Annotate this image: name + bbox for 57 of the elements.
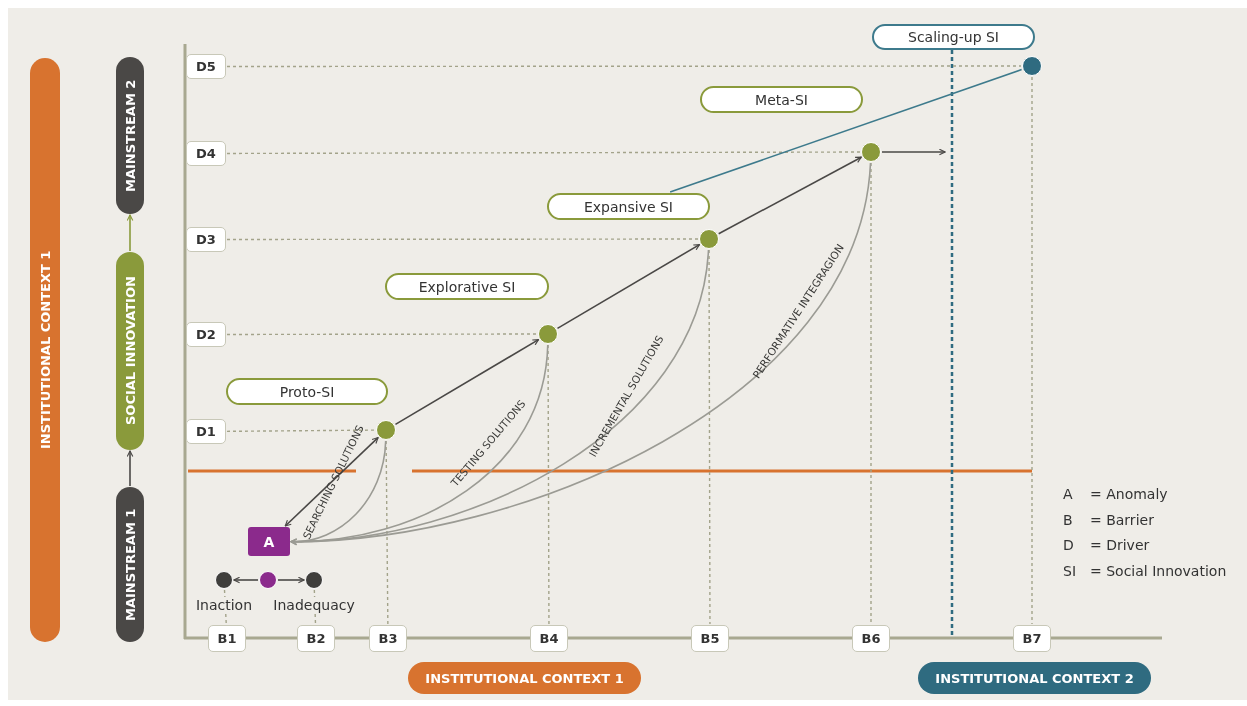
point-caption: Inadequacy bbox=[273, 597, 355, 613]
axis-tag: D4 bbox=[186, 141, 226, 166]
dotted-guide-line bbox=[226, 151, 861, 155]
axis-tag: B7 bbox=[1013, 625, 1051, 652]
legend-key: SI bbox=[1063, 562, 1076, 579]
stage-bar: SOCIAL INNOVATION bbox=[116, 252, 144, 450]
axis-tag: D2 bbox=[186, 322, 226, 347]
arrow bbox=[126, 214, 134, 252]
arrow bbox=[284, 436, 379, 527]
arrow bbox=[126, 450, 134, 487]
legend-key: A bbox=[1063, 486, 1073, 502]
dotted-guide-line bbox=[223, 589, 227, 625]
legend-definition: = Social Innovation bbox=[1090, 562, 1227, 579]
arrow bbox=[277, 576, 305, 584]
axis-tag: B2 bbox=[297, 625, 335, 652]
dotted-guide-line bbox=[870, 162, 872, 625]
curved-arrow bbox=[290, 162, 872, 545]
arrow bbox=[717, 156, 863, 235]
arrow bbox=[394, 338, 540, 426]
axis-tag: B3 bbox=[369, 625, 407, 652]
stage-label: Explorative SI bbox=[385, 273, 549, 300]
legend-definition: = Anomaly bbox=[1090, 486, 1168, 502]
arrow bbox=[233, 576, 259, 584]
dotted-guide-line bbox=[226, 429, 376, 433]
stage-bar: MAINSTREAM 2 bbox=[116, 57, 144, 214]
context-label: INSTITUTIONAL CONTEXT 2 bbox=[918, 662, 1151, 694]
axis-tag: B5 bbox=[691, 625, 729, 652]
axis-tag: B4 bbox=[530, 625, 568, 652]
dotted-guide-line bbox=[708, 249, 711, 625]
stage-label: Scaling-up SI bbox=[872, 24, 1035, 50]
legend-key: B bbox=[1063, 511, 1073, 528]
arrow bbox=[881, 148, 946, 156]
legend-definition: = Driver bbox=[1090, 537, 1150, 553]
dotted-guide-line bbox=[547, 344, 550, 625]
dotted-guide-line bbox=[226, 238, 699, 241]
stage-label: Expansive SI bbox=[547, 193, 710, 220]
dotted-guide-line bbox=[226, 65, 1022, 68]
axis-tag: B6 bbox=[852, 625, 890, 652]
dotted-guide-line bbox=[385, 440, 389, 625]
axis-tag: D5 bbox=[186, 54, 226, 79]
point-caption: Inaction bbox=[195, 597, 253, 613]
stage-label: Proto-SI bbox=[226, 378, 388, 405]
connector-line bbox=[669, 68, 1023, 193]
stage-bar: INSTITUTIONAL CONTEXT 1 bbox=[30, 58, 60, 642]
stage-bar: MAINSTREAM 1 bbox=[116, 487, 144, 642]
anomaly-box: A bbox=[248, 527, 290, 556]
stage-label: Meta-SI bbox=[700, 86, 863, 113]
context-label: INSTITUTIONAL CONTEXT 1 bbox=[408, 662, 641, 694]
axis-tag: D3 bbox=[186, 227, 226, 252]
axis-tag: D1 bbox=[186, 419, 226, 444]
dotted-guide-line bbox=[1031, 76, 1033, 625]
arrow bbox=[556, 243, 701, 330]
axis-tag: B1 bbox=[208, 625, 246, 652]
dotted-guide-line bbox=[226, 333, 538, 336]
legend-key: D bbox=[1063, 537, 1074, 553]
legend-definition: = Barrier bbox=[1090, 511, 1154, 528]
dotted-guide-line bbox=[313, 589, 317, 625]
